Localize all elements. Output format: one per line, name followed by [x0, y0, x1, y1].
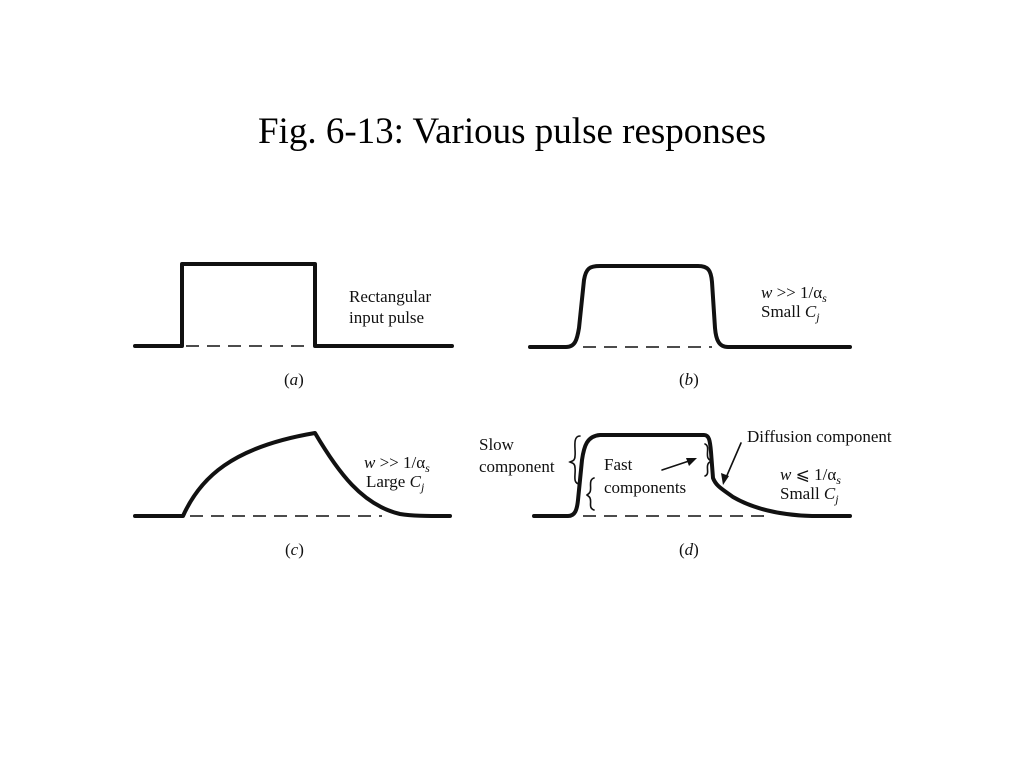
panel-c-caption: (c) [285, 540, 304, 559]
panel-c-waveform [133, 431, 452, 518]
panel-b-waveform [528, 264, 852, 349]
fast-component-brace-right [704, 443, 713, 477]
panel-d: Slow component Fast components Diffusion… [479, 427, 892, 559]
panel-a-label-line1: Rectangular [349, 287, 431, 306]
panel-b-caption: (b) [679, 370, 699, 389]
diffusion-arrowhead [721, 473, 729, 485]
panel-d-capacitance: Small Cj [780, 484, 839, 506]
panel-d-waveform [532, 433, 852, 518]
panel-b-capacitance: Small Cj [761, 302, 820, 324]
slow-component-label-line1: Slow [479, 435, 515, 454]
panel-a: Rectangular input pulse (a) [133, 262, 454, 389]
slow-component-label-line2: component [479, 457, 555, 476]
panel-c: w >> 1/αs Large Cj (c) [133, 431, 452, 559]
slow-component-brace [568, 435, 581, 485]
panel-b: w >> 1/αs Small Cj (b) [528, 264, 852, 389]
fast-components-label-line2: components [604, 478, 686, 497]
panel-b-condition: w >> 1/αs [761, 283, 827, 305]
panel-d-caption: (d) [679, 540, 699, 559]
fast-components-arrow [661, 459, 693, 471]
panel-c-capacitance: Large Cj [366, 472, 425, 494]
fast-components-arrowhead [686, 458, 697, 466]
panel-a-caption: (a) [284, 370, 304, 389]
panel-a-waveform [133, 262, 454, 348]
fast-components-label-line1: Fast [604, 455, 633, 474]
diffusion-component-label: Diffusion component [747, 427, 892, 446]
fast-component-brace-left [585, 477, 595, 511]
panel-a-label-line2: input pulse [349, 308, 424, 327]
panel-d-condition: w ⩽ 1/αs [780, 465, 841, 487]
panel-c-condition: w >> 1/αs [364, 453, 430, 475]
diffusion-arrow [724, 442, 742, 481]
slide-title: Fig. 6-13: Various pulse responses [257, 111, 767, 152]
